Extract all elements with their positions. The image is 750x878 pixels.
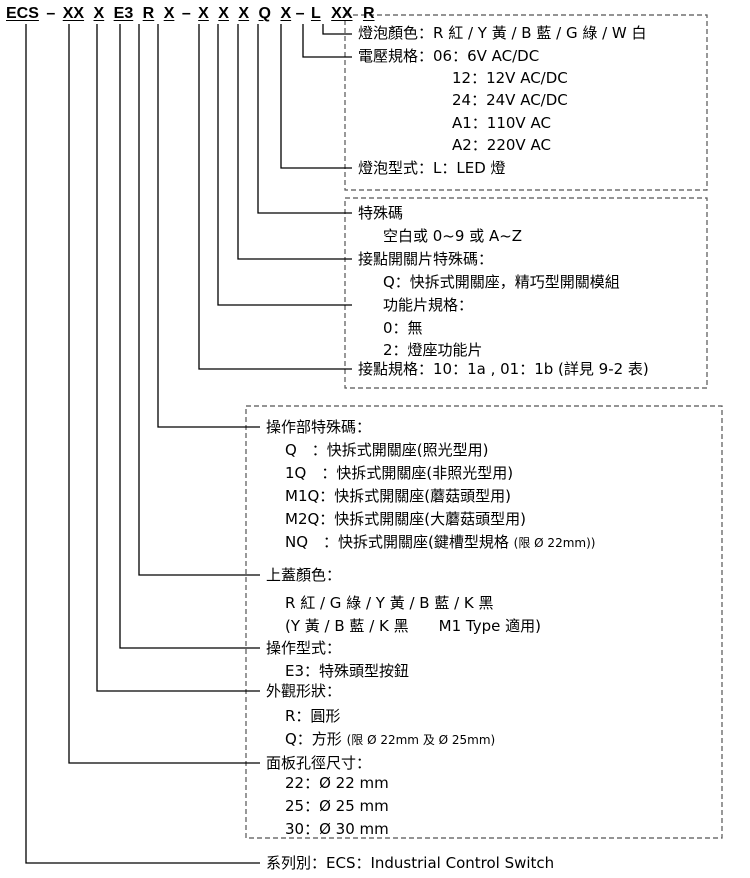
- code-panel-hole: XX: [62, 5, 85, 22]
- leader-bulb-color: [322, 24, 352, 35]
- op-special-m2q: M2Q：快拆式開關座(大蘑菇頭型用): [285, 510, 526, 528]
- contact-special-label: 接點開關片特殊碼：: [358, 250, 494, 268]
- leader-function-spec: [217, 24, 352, 306]
- hole-30: 30：Ø 30 mm: [285, 820, 389, 838]
- cover-color-label: 上蓋顏色：: [266, 566, 342, 584]
- shape-r: R：圓形: [285, 707, 341, 725]
- shape-q: Q：方形 (限 Ø 22mm 及 Ø 25mm): [285, 728, 495, 751]
- op-special-q: Q ：快拆式開關座(照光型用): [285, 441, 489, 459]
- op-special-nq: NQ ：快拆式開關座(鍵槽型規格 (限 Ø 22mm)): [285, 531, 595, 554]
- code-shape: X: [93, 5, 105, 22]
- op-special-nq-text: NQ ：快拆式開關座(鍵槽型規格: [285, 533, 509, 551]
- leader-bulb-type: [280, 24, 352, 169]
- leader-voltage: [302, 24, 352, 58]
- shape-q-text: Q：方形: [285, 730, 342, 748]
- bulb-type-label: 燈泡型式：L：LED 燈: [358, 159, 506, 177]
- leader-panel-hole: [68, 24, 260, 764]
- code-voltage: XX: [331, 5, 353, 22]
- cover-colors-m1: (Y 黃 / B 藍 / K 黑 M1 Type 適用): [285, 617, 541, 635]
- voltage-a2: A2：220V AC: [452, 136, 551, 154]
- op-type-label: 操作型式：: [266, 639, 342, 657]
- function-0: 0：無: [383, 319, 423, 337]
- leader-shape: [96, 24, 260, 692]
- function-2: 2：燈座功能片: [383, 341, 483, 359]
- shape-label: 外觀形狀：: [266, 682, 342, 700]
- special-code-label: 特殊碼: [358, 204, 404, 222]
- contact-special-q: Q：快拆式開關座，精巧型開關模組: [383, 273, 620, 291]
- voltage-12: 12：12V AC/DC: [452, 69, 568, 87]
- op-type-e3: E3：特殊頭型按鈕: [285, 662, 410, 680]
- code-series: ECS: [6, 5, 39, 22]
- leader-op-special: [157, 24, 260, 428]
- voltage-24: 24：24V AC/DC: [452, 91, 568, 109]
- operator-options-box: [245, 405, 723, 839]
- code-bulb-color: R: [362, 5, 375, 22]
- code-function-spec: X: [218, 5, 229, 22]
- series-label: 系列別：ECS：Industrial Control Switch: [266, 854, 555, 872]
- leader-contact-special: [237, 24, 352, 260]
- code-bulb-type: L: [310, 5, 321, 22]
- code-special: X: [280, 5, 292, 22]
- ordering-code: ECS – XX X E3 R X – X X X Q X – L XX R: [6, 2, 375, 26]
- contact-spec-label: 接點規格：10：1a , 01：1b (詳見 9-2 表): [358, 360, 649, 378]
- hole-22: 22：Ø 22 mm: [285, 774, 389, 792]
- hole-25: 25：Ø 25 mm: [285, 797, 389, 815]
- leader-op-type: [119, 24, 260, 649]
- code-op-type: E3: [113, 5, 134, 22]
- special-code-desc: 空白或 0~9 或 A~Z: [383, 227, 523, 245]
- bulb-options-box: [344, 14, 708, 191]
- shape-q-note: (限 Ø 22mm 及 Ø 25mm): [346, 733, 496, 747]
- leader-cover-color: [138, 24, 260, 576]
- contact-options-box: [344, 197, 708, 389]
- code-op-special: X: [163, 5, 175, 22]
- code-dash: –: [181, 5, 191, 22]
- leader-series: [25, 24, 260, 864]
- leader-contact-spec: [198, 24, 352, 370]
- code-contact-spec: X: [198, 5, 209, 22]
- code-contact-special: X: [238, 5, 250, 22]
- op-special-m1q: M1Q：快拆式開關座(蘑菇頭型用): [285, 487, 511, 505]
- leader-special-code: [257, 24, 352, 214]
- voltage-a1: A1：110V AC: [452, 114, 551, 132]
- code-cover-color: R: [142, 5, 155, 22]
- op-special-nq-note: (限 Ø 22mm)): [513, 536, 596, 550]
- code-q: Q: [258, 5, 271, 22]
- op-special-1q: 1Q ：快拆式開關座(非照光型用): [285, 464, 514, 482]
- op-special-label: 操作部特殊碼：: [266, 418, 372, 436]
- function-spec-label: 功能片規格：: [383, 296, 474, 314]
- code-dash: –: [46, 5, 56, 22]
- code-dash: –: [295, 5, 305, 22]
- voltage-label: 電壓規格：06：6V AC/DC: [358, 47, 540, 65]
- panel-hole-label: 面板孔徑尺寸：: [266, 754, 372, 772]
- bulb-color-label: 燈泡顏色：R 紅 / Y 黃 / B 藍 / G 綠 / W 白: [358, 24, 647, 42]
- cover-colors: R 紅 / G 綠 / Y 黃 / B 藍 / K 黑: [285, 594, 494, 612]
